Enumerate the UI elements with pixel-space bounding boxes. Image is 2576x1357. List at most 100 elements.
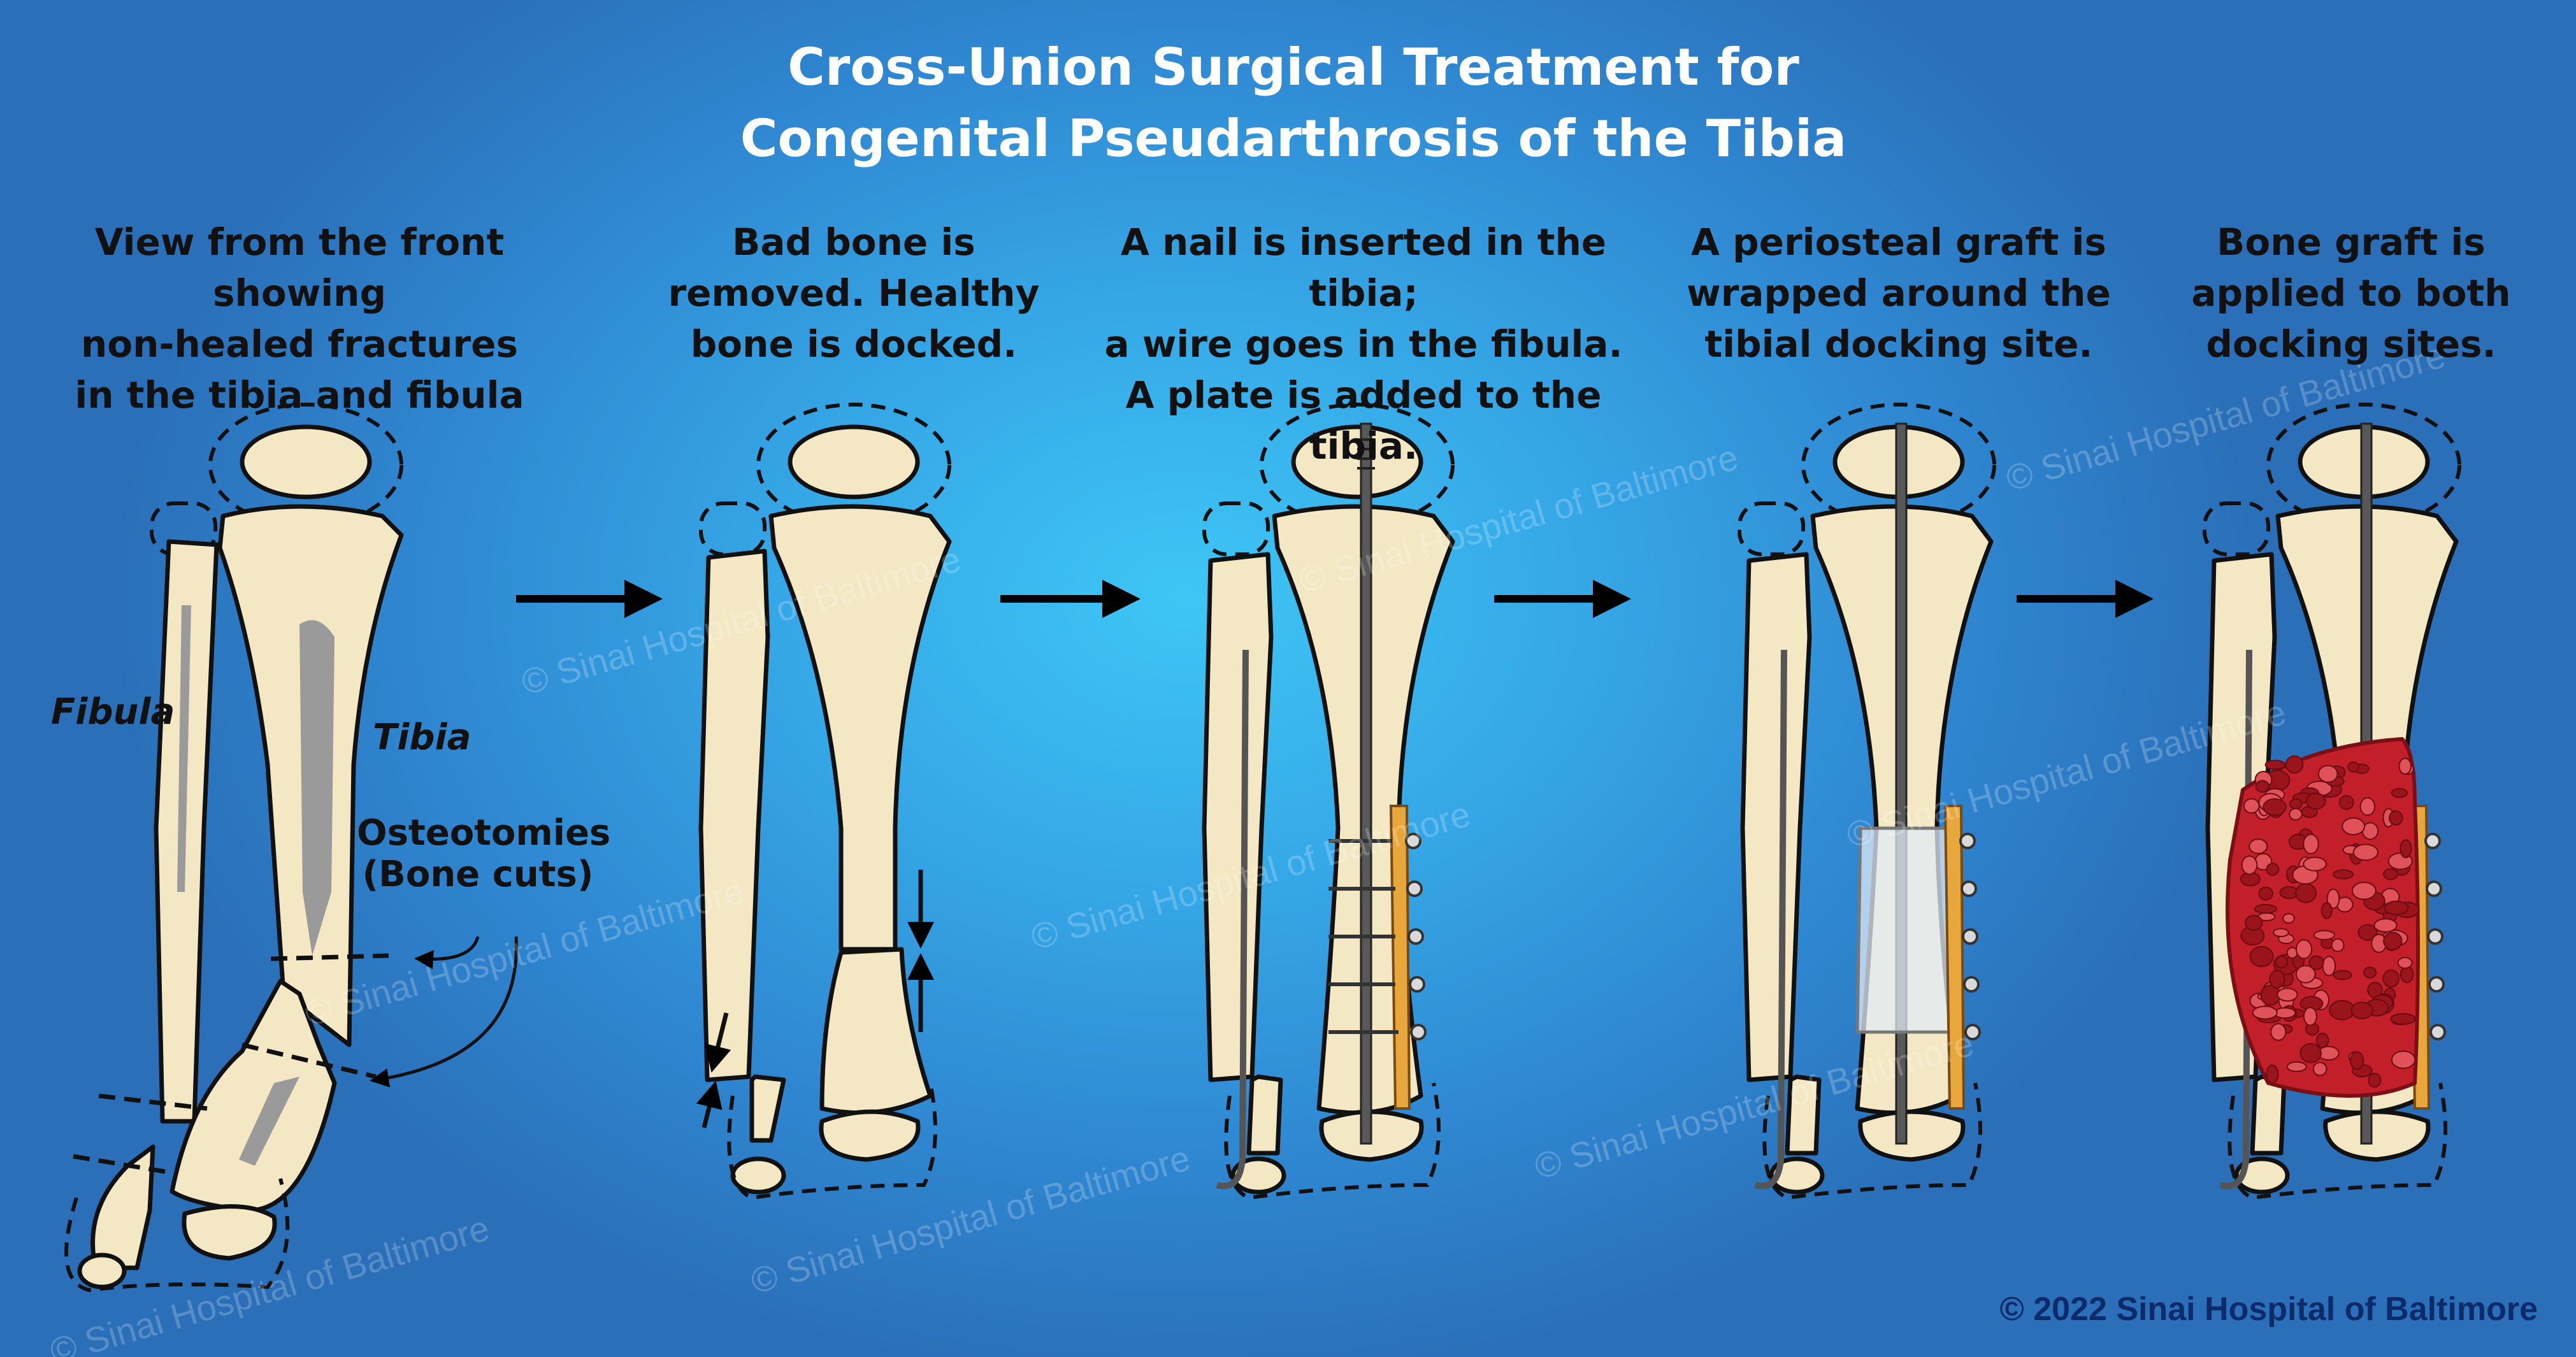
graft-chip [2352,844,2379,861]
caption-line: A plate is added to the tibia. [1125,373,1602,468]
cut-line-fibula-upper [98,1093,208,1111]
graft-chip [2400,965,2414,984]
graft-chip [2312,1061,2328,1077]
graft-chip [2382,969,2400,988]
graft-chip [2383,931,2403,951]
step-arrow-2 [1000,580,1140,618]
osteotomy-pointer-upper [414,936,480,970]
panel-1-caption: View from the front showing non-healed f… [19,217,580,420]
graft-chip [2313,930,2335,940]
tibia-marrow [299,620,335,956]
caption-line: wrapped around the [1687,271,2111,315]
screw-head [2426,880,2442,897]
graft-chip [2303,856,2327,872]
bone-graft-texture [2240,755,2420,1088]
fibula-lower [2250,1074,2287,1156]
fibula-tip [1230,1156,1286,1195]
graft-chip [2270,1023,2287,1041]
graft-chip [2264,759,2286,770]
nail-thread [1357,438,1375,470]
graft-chip [2398,757,2412,775]
panel-1-illustration [64,403,518,1293]
graft-chip [2295,965,2316,984]
compression-arrow-fibula-up [696,1081,723,1128]
fibula-tip [1769,1156,1825,1195]
caption-line: A nail is inserted in the tibia; [1120,220,1607,315]
fibula-lower [1246,1074,1283,1156]
patella [1291,424,1423,499]
screw-head [1410,1024,1427,1040]
screw-head [1964,1024,1981,1040]
ankle-outline [2227,1082,2447,1200]
osteotomies-line-1: Osteotomies [357,812,611,854]
graft-chip [2347,761,2359,773]
tibia-upper [768,504,952,952]
osteotomy-pointer-lower [370,936,518,1088]
graft-chip [2305,793,2326,810]
panel-3-illustration [1202,403,1455,1200]
periosteal-graft [1855,826,1961,1034]
tibia-lower-fragment [169,979,337,1213]
fibula-tip [2234,1156,2290,1195]
screw-head [2429,1024,2446,1040]
fibula-label: Fibula [51,691,175,733]
osteotomies-label: Osteotomies (Bone cuts) [357,812,611,895]
graft-chip [2254,904,2277,914]
graft-chip [2368,1072,2382,1088]
intramedullary-nail [1360,422,1372,1145]
graft-chip [2363,966,2377,979]
screw-head [1963,976,1980,993]
graft-chip [2397,956,2413,969]
cut-line-tibia-upper [270,953,389,961]
ankle-outline [1762,1082,1982,1200]
osteotomies-line-2: (Bone cuts) [362,854,594,895]
fibula-marrow [177,605,191,892]
graft-chip [2295,883,2317,903]
fibula-wire [2219,649,2252,1189]
graft-chip [2390,1013,2416,1025]
step-arrow-1 [516,580,663,618]
talus [819,1109,921,1162]
step-arrow-3 [1494,580,1631,618]
graft-chip [2338,794,2354,810]
caption-line: View from the front showing [94,220,505,315]
graft-chip [2342,817,2366,836]
graft-chip [2383,868,2399,880]
caption-line: Bone graft is [2217,220,2486,264]
screw-head [2427,928,2443,945]
caption-line: in the tibia and fibula [75,373,524,417]
caption-line: docking sites. [2206,322,2496,366]
graft-chip [2317,765,2338,783]
screw-head [1962,928,1978,945]
patella [240,424,372,499]
graft-chip [2359,797,2376,816]
tibia-label: Tibia [373,717,471,758]
graft-chip [2350,1002,2373,1019]
graft-chip [2391,1050,2416,1069]
panel-5-caption: Bone graft is applied to both docking si… [2160,217,2542,370]
graft-chip [2266,863,2280,876]
talus [182,1204,277,1261]
graft-chip [2249,838,2268,854]
copyright: © 2022 Sinai Hospital of Baltimore [1999,1291,2538,1328]
panel-4-illustration [1738,403,1996,1200]
fibula-wire [1216,649,1249,1189]
graft-chip [2350,1051,2364,1070]
graft-chip [2400,839,2412,859]
screw-head [1961,880,1977,897]
graft-chip [2303,833,2319,855]
graft-chip [2373,918,2398,933]
graft-chip [2269,970,2285,989]
fibula-upper [1740,552,1812,1082]
page-title-line-1: Cross-Union Surgical Treatment for [788,38,1799,97]
graft-chip [2258,886,2273,901]
panel-5-illustration [2203,403,2461,1200]
caption-line: a wire goes in the fibula. [1104,322,1623,366]
caption-line: removed. Healthy [668,271,1040,315]
patella [788,424,920,499]
graft-chip [2289,808,2303,821]
graft-chip [2286,1061,2307,1072]
caption-line: Bad bone is [732,220,975,264]
